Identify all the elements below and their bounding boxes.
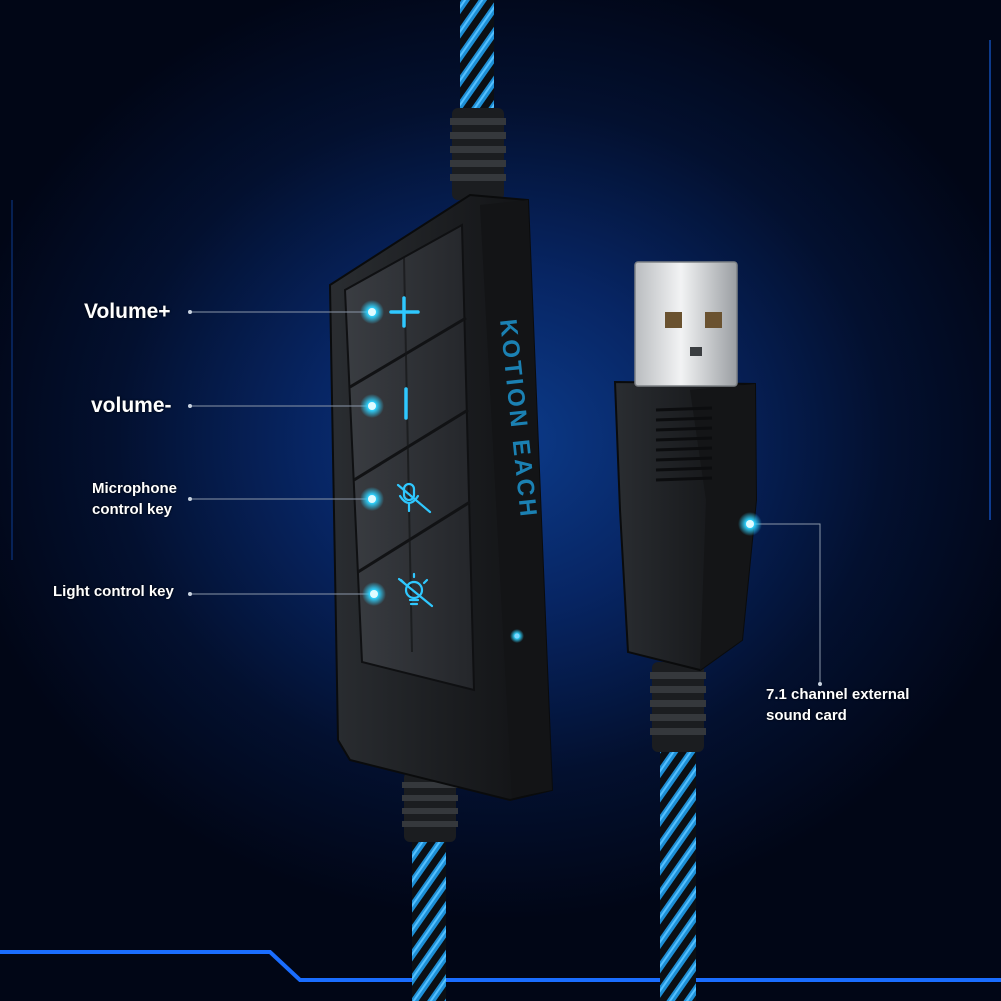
glow-dot-light xyxy=(362,582,386,606)
mic-mute-icon xyxy=(396,482,432,514)
callout-lines xyxy=(190,311,821,684)
callout-microphone-line2: control key xyxy=(92,501,173,518)
usb-plug xyxy=(634,261,738,387)
callout-sound-card: 7.1 channel external sound card xyxy=(766,684,909,726)
plus-icon xyxy=(389,296,420,328)
callout-microphone: Microphone control key xyxy=(92,478,177,520)
inline-controller: KOTION EACH xyxy=(328,193,554,802)
controller-cable xyxy=(402,0,506,1001)
callout-microphone-line1: Microphone xyxy=(92,480,177,497)
usb-cable xyxy=(650,662,706,1001)
callout-volume-down: volume- xyxy=(91,394,172,417)
glow-dot-sound-card xyxy=(738,512,762,536)
glow-dot-microphone xyxy=(360,487,384,511)
callout-sound-card-line2: sound card xyxy=(766,707,847,724)
callout-sound-card-line1: 7.1 channel external xyxy=(766,686,910,703)
glow-dot-volume-down xyxy=(360,394,384,418)
usb-sound-card xyxy=(613,261,758,672)
callout-endpoints xyxy=(188,310,822,686)
callout-light: Light control key xyxy=(53,583,174,600)
glow-dot-volume-up xyxy=(360,300,384,324)
light-off-icon xyxy=(397,572,434,608)
frame-accent xyxy=(0,40,1001,982)
callout-volume-up: Volume+ xyxy=(84,300,171,323)
